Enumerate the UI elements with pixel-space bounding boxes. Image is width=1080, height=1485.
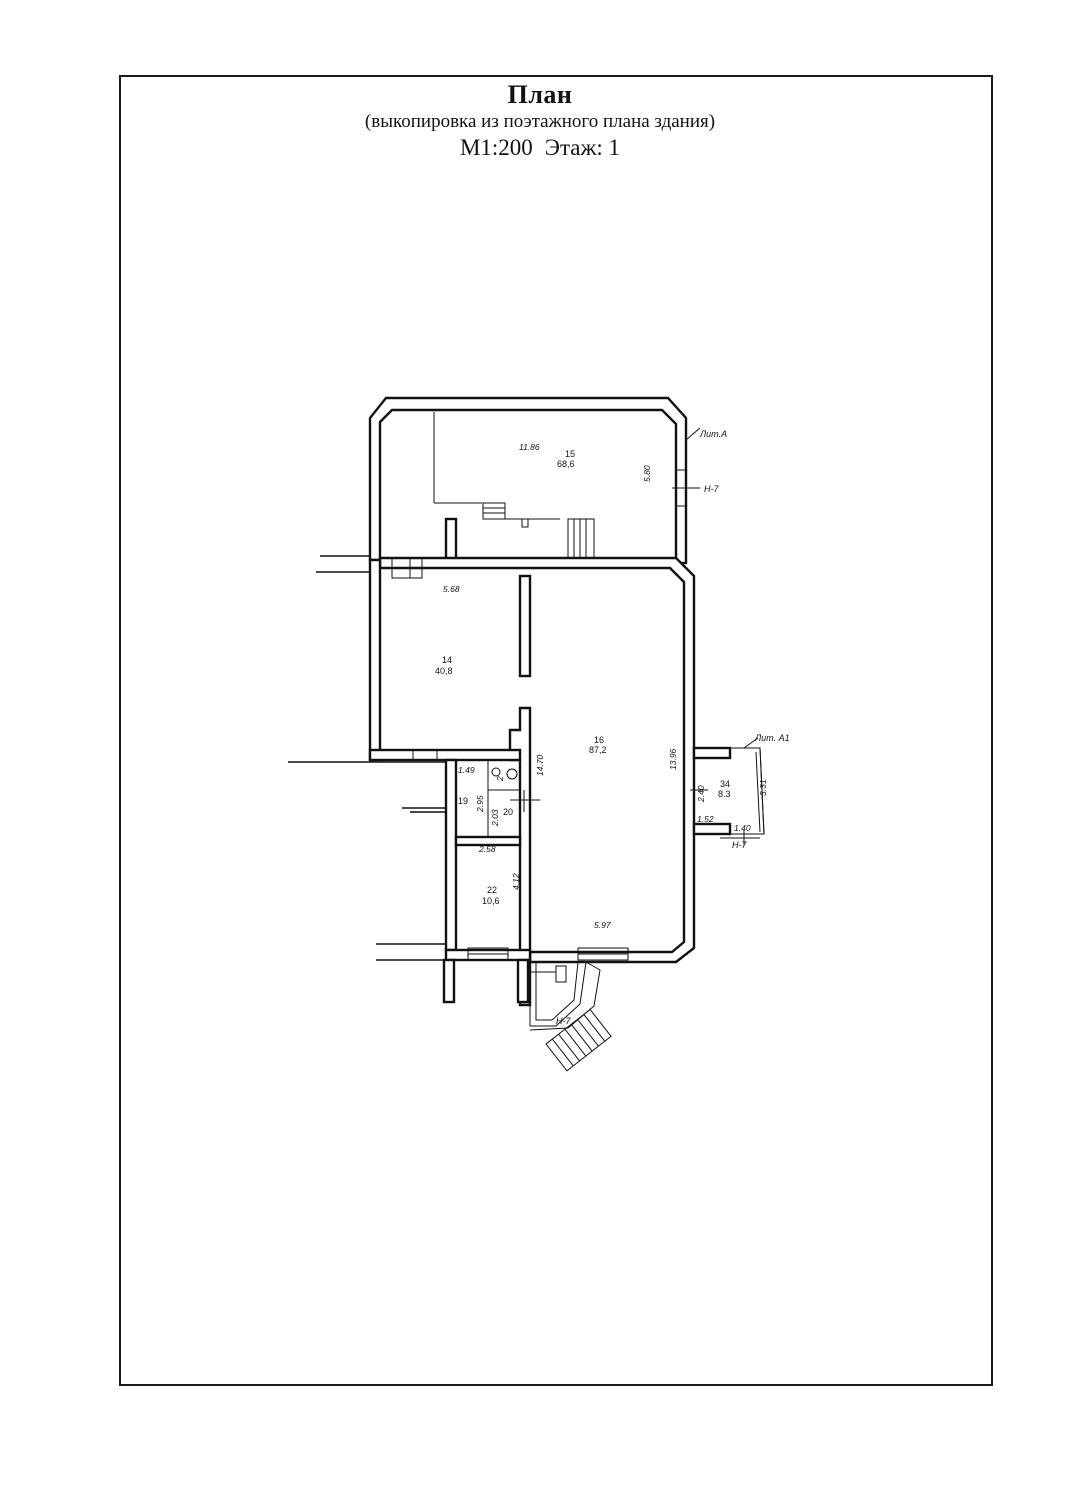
room-14-area: 40,8 [435,666,453,676]
marker-n7-bottom: Н-7 [556,1016,571,1026]
dim-13-96: 13.96 [668,748,678,770]
drawing-frame [119,75,993,1386]
room-22-area: 10,6 [482,896,500,906]
marker-lit-a1: Лит. А1 [754,733,790,743]
dim-4-12: 4.12 [511,873,521,890]
scale-label: М1:200 [459,135,533,160]
marker-n7-top: Н-7 [704,484,719,494]
dim-5-68: 5.68 [443,584,460,594]
page-subtitle: (выкопировка из поэтажного плана здания) [364,111,716,132]
dim-14-70: 14.70 [535,754,545,776]
entrance-porch [529,961,612,1072]
room-20-id: 20 [503,807,513,817]
page-title: План [507,80,573,109]
annex-34 [690,737,765,846]
dim-1-40: 1.40 [734,823,751,833]
scale-floor-line: М1:200 Этаж: 1 [0,135,1080,161]
floor-label: Этаж: 1 [544,135,621,160]
room-34-id: 34 [720,779,730,789]
room-19-id: 19 [458,796,468,806]
marker-lit-a: Лит.А [699,429,727,439]
marker-n7-right: Н-7 [732,840,747,850]
dim-5-80: 5.80 [642,465,652,482]
dim-3-31: 3.31 [758,779,768,796]
room-15-id: 15 [565,449,575,459]
room-15-area: 68,6 [557,459,575,469]
room-16-area: 87,2 [589,745,607,755]
dim-2-58: 2.58 [478,844,496,854]
dim-small: 2 [495,776,505,782]
dim-2-95: 2.95 [475,795,485,813]
dim-2-03: 2.03 [490,809,500,827]
dim-5-97: 5.97 [594,920,611,930]
main-block-walls [288,555,696,1007]
room-14-id: 14 [442,655,452,665]
dim-2-40: 2.40 [696,785,706,803]
dim-1-49: 1.49 [458,765,475,775]
room-16-id: 16 [594,735,604,745]
room-34-area: 8.3 [718,789,731,799]
dim-11-86: 11.86 [519,442,540,452]
room-22-id: 22 [487,885,497,895]
dim-1-52: 1.52 [697,814,714,824]
